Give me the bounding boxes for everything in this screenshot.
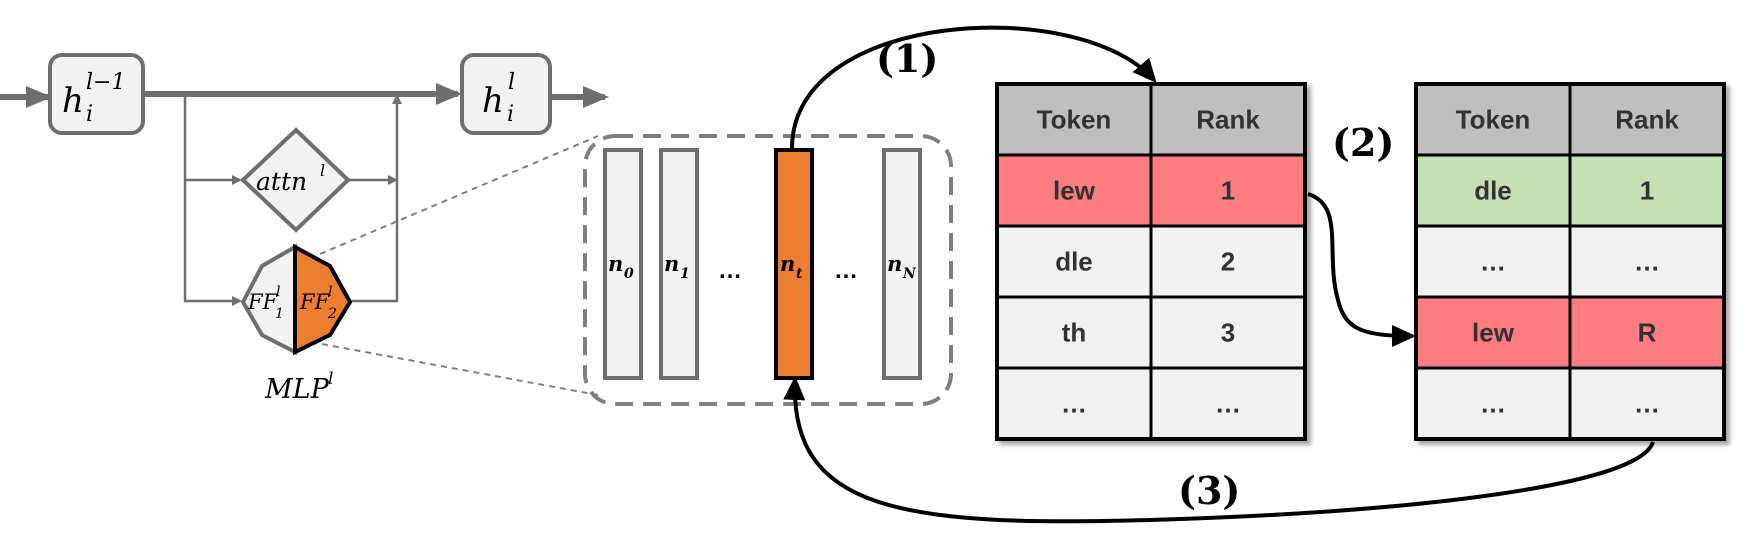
token-cell: lew (1472, 318, 1515, 348)
mlp-block: FF 1 l FF 2 l MLP l (240, 243, 353, 405)
neuron-ellipsis-2: … (834, 257, 858, 284)
table-border (1414, 82, 1726, 441)
table-cell (997, 368, 1151, 439)
ff1-sup: l (276, 284, 280, 300)
step2-label: (2) (1332, 120, 1394, 165)
table-cell (997, 226, 1151, 297)
table-header-cell (1416, 84, 1570, 155)
table-cell (1416, 297, 1570, 368)
rank-cell: R (1638, 318, 1657, 348)
table-cell (1151, 368, 1305, 439)
rank-cell: 1 (1640, 176, 1654, 206)
ff2-sub: 2 (327, 306, 337, 322)
neuron-n0: n 0 (603, 148, 643, 380)
neuron-panel-frame (583, 134, 953, 406)
table-cell (1151, 297, 1305, 368)
mlp-sup: l (328, 369, 333, 389)
rank-cell: 3 (1221, 318, 1235, 348)
token-cell: dle (1055, 247, 1093, 277)
table-header-token: Token (1037, 105, 1112, 135)
neuron-nN: n N (882, 148, 922, 380)
neuron-n0-base: n (608, 251, 623, 276)
token-cell: lew (1053, 176, 1096, 206)
flow-arrows (783, 25, 1655, 524)
token-rank-table-after: Token Rank dle 1 … … lew R … … (1414, 82, 1726, 441)
attention-block: attn l (240, 127, 351, 233)
h-next-base: h (482, 81, 504, 121)
branch-to-mlp (183, 94, 242, 306)
merge-line (348, 94, 402, 303)
neuron-nt: n t (774, 148, 814, 380)
table-header-cell (1151, 84, 1305, 155)
token-cell: dle (1474, 176, 1512, 206)
table-header-rank: Rank (1196, 105, 1260, 135)
table-cell (1151, 226, 1305, 297)
rank-cell: 1 (1221, 176, 1235, 206)
rank-cell: 2 (1221, 247, 1235, 277)
rank-cell: … (1215, 389, 1241, 419)
neuron-nN-base: n (887, 251, 902, 276)
token-cell: … (1480, 247, 1506, 277)
neuron-ellipsis-1: … (718, 257, 742, 284)
attn-label: attn (256, 167, 307, 196)
zoom-line-top (319, 135, 599, 255)
residual-stream: h i l−1 h i l attn l FF 1 l FF 2 l MLP (0, 53, 609, 405)
neuron-n1: n 1 (659, 148, 699, 380)
table-cell (997, 297, 1151, 368)
h-next-sup: l (508, 70, 515, 95)
table-header-cell (1570, 84, 1724, 155)
token-cell: … (1480, 389, 1506, 419)
ff1-sub: 1 (275, 306, 284, 322)
step1-arrow (789, 25, 1157, 151)
h-prev-sup: l−1 (86, 70, 125, 95)
neuron-n0-sub: 0 (624, 266, 634, 282)
step2-arrow (1307, 192, 1416, 347)
zoom-line-bottom (321, 343, 599, 396)
neuron-n1-sub: 1 (680, 266, 690, 282)
ff1-base: FF (247, 290, 279, 314)
h-prev-sub: i (86, 102, 93, 127)
table-cell (1151, 155, 1305, 226)
token-cell: th (1062, 318, 1087, 348)
neuron-n1-base: n (664, 251, 679, 276)
ff2-sup: l (328, 284, 332, 300)
table-cell (1570, 297, 1724, 368)
rank-cell: … (1634, 389, 1660, 419)
neuron-nt-sub: t (796, 266, 803, 282)
table-cell (1416, 368, 1570, 439)
h-prev-base: h (62, 81, 84, 121)
table-cell (1570, 368, 1724, 439)
step1-label: (1) (876, 36, 938, 81)
table-cell (1416, 155, 1570, 226)
table-border (995, 82, 1307, 441)
table-header-token: Token (1456, 105, 1531, 135)
token-rank-table-before: Token Rank lew 1 dle 2 th 3 … … (995, 82, 1307, 441)
mlp-label: MLP (264, 374, 330, 405)
step3-arrow (783, 376, 1655, 524)
hidden-state-prev: h i l−1 (48, 53, 145, 135)
token-cell: … (1061, 389, 1087, 419)
neuron-nN-sub: N (902, 266, 917, 282)
table-cell (1570, 226, 1724, 297)
hidden-state-next: h i l (460, 53, 552, 135)
attn-sup: l (320, 161, 325, 180)
ff2-half (293, 243, 353, 356)
table-cell (1416, 226, 1570, 297)
step3-label: (3) (1178, 468, 1240, 513)
table-cell (997, 155, 1151, 226)
neuron-panel: n 0 n 1 … n t … n N (583, 134, 953, 406)
table-header-rank: Rank (1615, 105, 1679, 135)
ff2-base: FF (299, 290, 331, 314)
h-next-sub: i (507, 102, 514, 127)
table-header-cell (997, 84, 1151, 155)
neuron-nt-base: n (780, 251, 795, 276)
table-cell (1570, 155, 1724, 226)
rank-cell: … (1634, 247, 1660, 277)
